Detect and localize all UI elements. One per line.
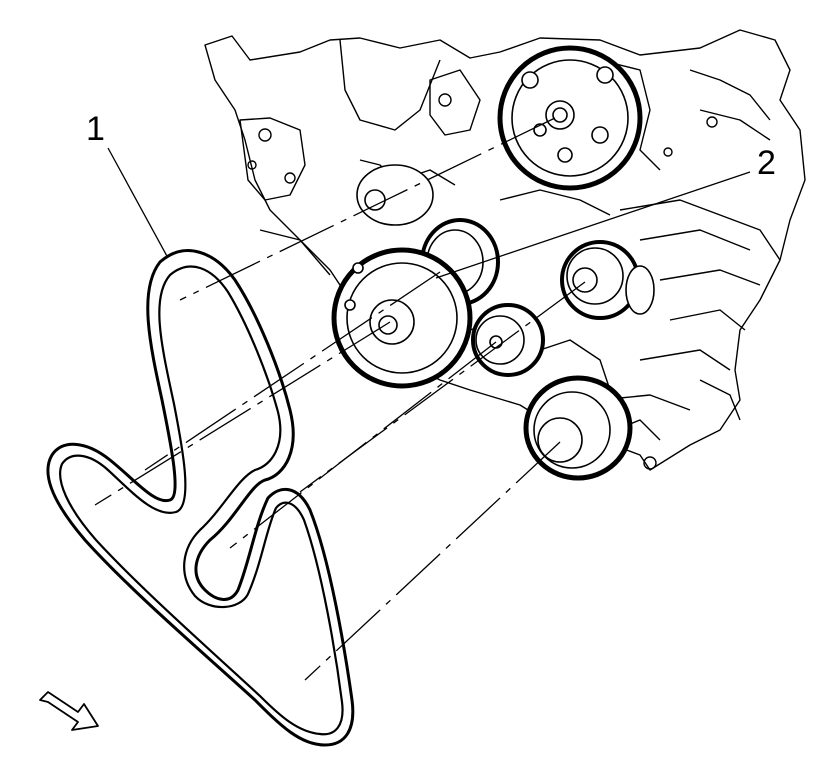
view-direction-arrow-icon — [39, 691, 99, 731]
pulley-alternator — [523, 375, 633, 481]
callout-label-tensioner: 2 — [757, 144, 776, 182]
alignment-lines — [94, 117, 586, 681]
callout-leaders — [107, 147, 751, 279]
pulley-top — [497, 45, 643, 191]
serpentine-belt — [46, 249, 355, 747]
pulley-idler-right — [560, 240, 655, 320]
pulley-crank — [331, 247, 473, 389]
pulley-idler-lower — [471, 303, 545, 377]
callout-label-belt: 1 — [86, 110, 105, 148]
